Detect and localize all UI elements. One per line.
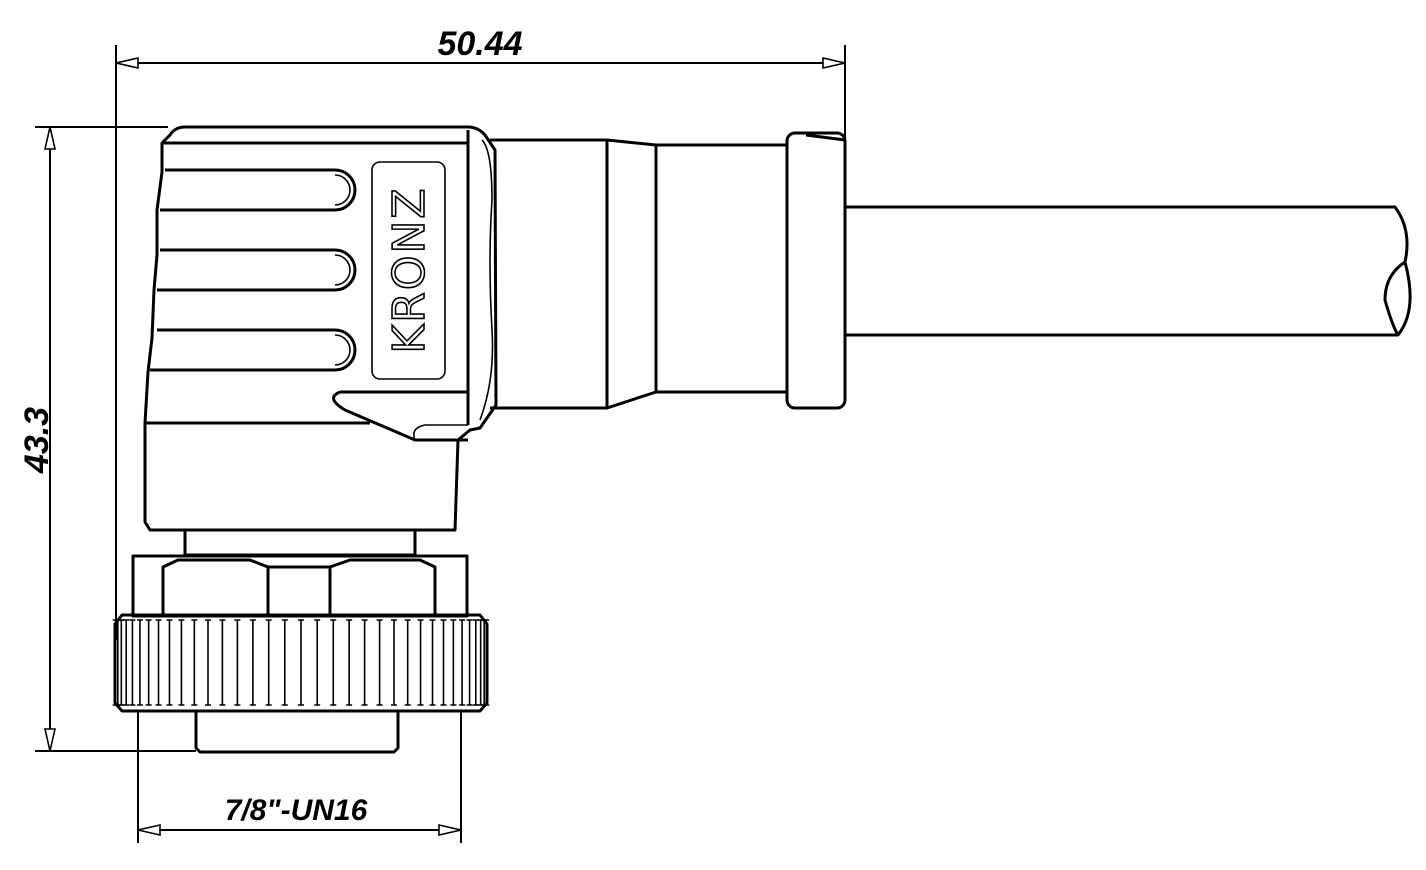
knurl-ridge [136, 619, 143, 706]
knurl-ridge [123, 619, 130, 706]
knurl-ridge [191, 619, 198, 706]
knurl-ridge [145, 619, 152, 706]
knurl-ridge [483, 619, 490, 706]
knurl-ridge [440, 619, 447, 706]
dimension-length: 50.44 [115, 25, 846, 640]
knurl-ridge [417, 619, 424, 706]
knurl-ridge [219, 619, 226, 706]
knurl-ridge [466, 619, 473, 706]
knurl-ridge [391, 619, 397, 706]
knurl-ridge [450, 619, 457, 706]
knurl-ridge [459, 619, 466, 706]
brand-logo: KRONZ [384, 186, 435, 353]
knurl-ridge [155, 619, 162, 706]
knurl-ridge [166, 619, 173, 706]
connector-neck [183, 528, 417, 557]
connector-face [194, 711, 400, 754]
knurl-ridge [205, 619, 211, 706]
connector-body: KRONZ [143, 125, 498, 532]
dimension-height: 43.3 [18, 126, 196, 752]
knurled-coupling-nut [112, 613, 490, 713]
length-dimension-label: 50.44 [437, 25, 522, 63]
brand-plate [371, 161, 446, 380]
knurl-ridge [314, 619, 321, 706]
dimension-thread: 7/8"-UN16 [137, 711, 462, 843]
cable [845, 205, 1412, 337]
hex-nut [131, 554, 469, 618]
knurl-ridge [118, 619, 125, 706]
knurl-ridge [330, 619, 337, 706]
knurl-ridge [298, 619, 304, 706]
knurl-ridge [376, 619, 383, 706]
height-dimension-label: 43.3 [18, 407, 56, 474]
knurl-ridge [249, 619, 256, 706]
knurl-ridge [265, 619, 272, 706]
thread-dimension-label: 7/8"-UN16 [225, 794, 368, 827]
knurl-ridge [178, 619, 185, 706]
knurl-ridge [281, 619, 288, 706]
knurl-ridge [361, 619, 368, 706]
knurl-ridge [346, 619, 353, 706]
knurl-ridge [429, 619, 436, 706]
knurl-ridge [477, 619, 484, 706]
knurl-ridge [472, 619, 479, 706]
knurl-ridge [404, 619, 411, 706]
knurl-ridge [234, 619, 241, 706]
grip-grooves [150, 168, 357, 372]
cable-overmold [490, 131, 847, 410]
knurl-ridge [129, 619, 136, 706]
